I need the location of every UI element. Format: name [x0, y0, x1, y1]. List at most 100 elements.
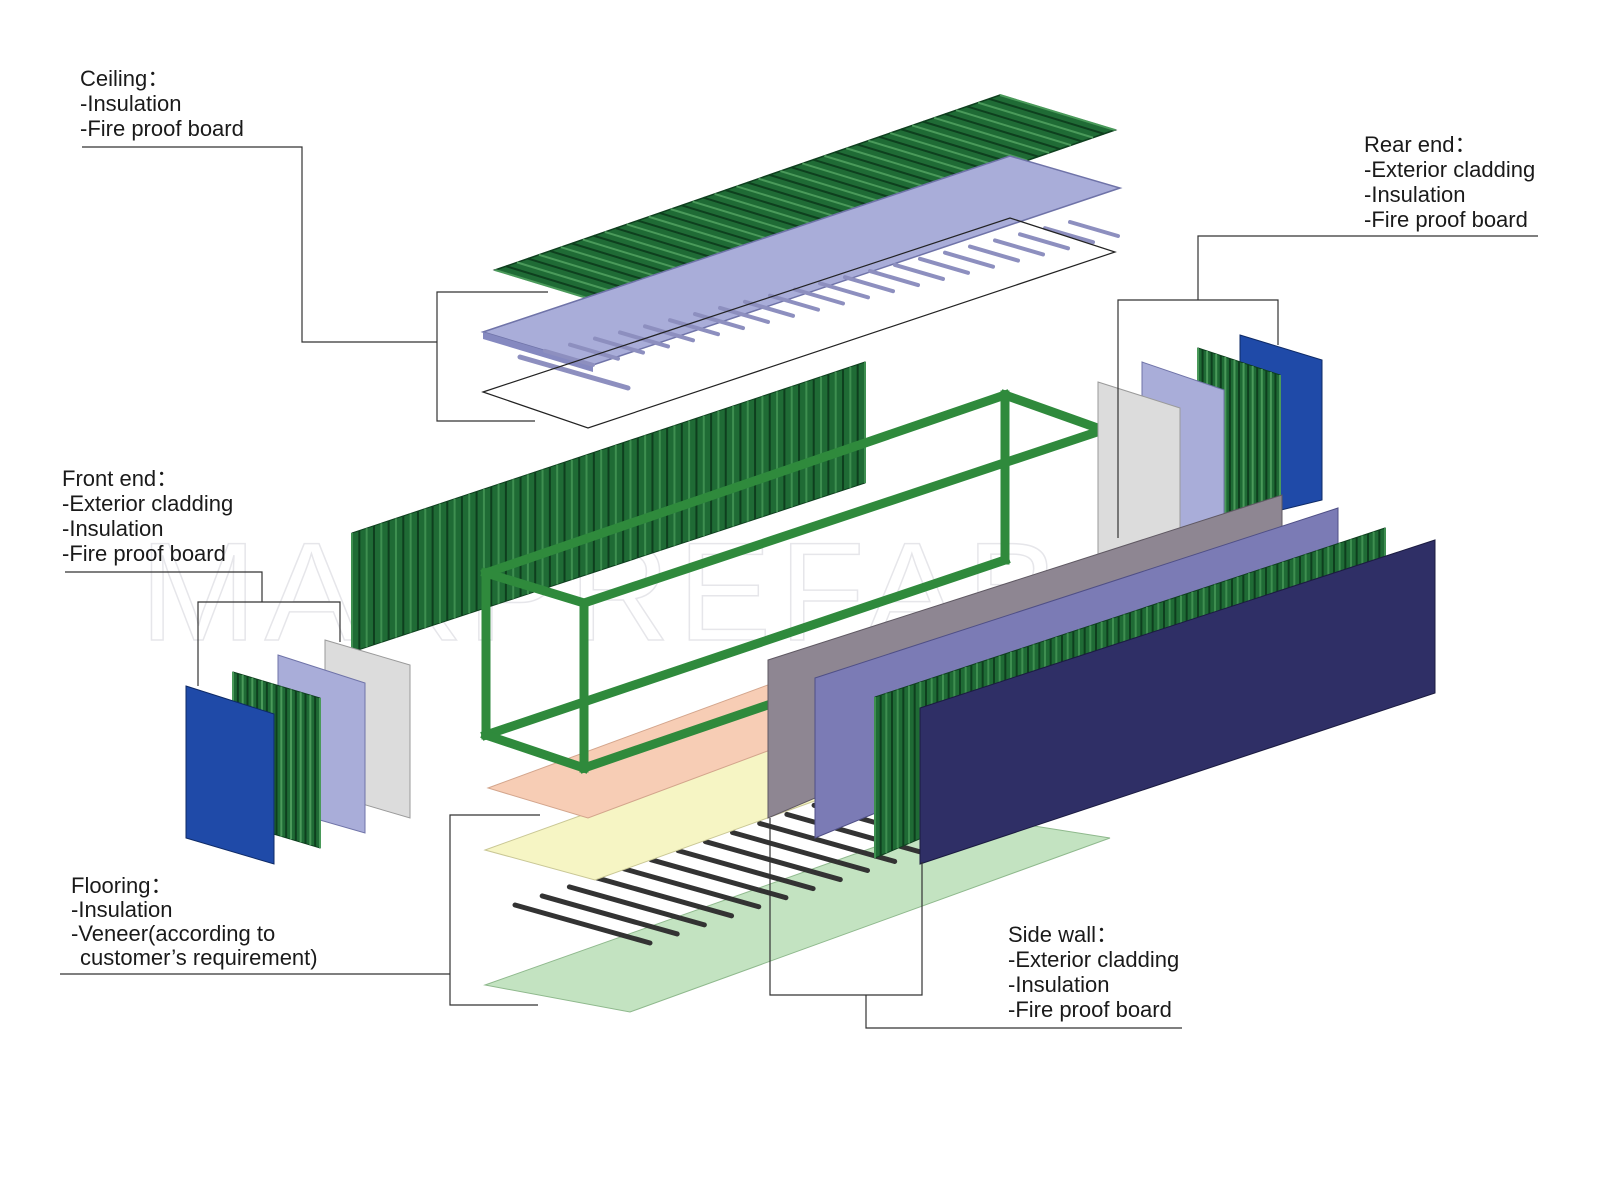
roof-rib: [900, 128, 1017, 166]
leader-lines: [60, 146, 1538, 1029]
ceiling-joist: [668, 318, 720, 337]
floor-joist: [675, 848, 816, 892]
frame-top-front-beam: [578, 424, 1109, 609]
frame-top-back-beam: [480, 389, 1011, 579]
ceiling-insulation-outline: [481, 217, 1117, 429]
floor-joist: [757, 820, 898, 864]
roof-rib: [835, 151, 951, 189]
floor-joist: [730, 830, 870, 873]
floor-joist: [648, 857, 789, 901]
roof-rib: [824, 154, 940, 192]
ceiling-joist: [768, 293, 820, 312]
roof-rib: [889, 132, 1006, 170]
rear-end-label-item-1: -Exterior cladding: [1364, 157, 1536, 182]
ceiling-joist: [693, 312, 745, 331]
roof-rib: [977, 101, 1094, 139]
ceiling-joist: [843, 275, 895, 294]
roof-rib: [867, 139, 984, 177]
flooring-label-item-1: -Insulation: [71, 897, 173, 922]
frame-bottom-left-beam: [480, 729, 590, 774]
rear-end-label-item-3: -Fire proof board: [1364, 207, 1528, 232]
ceiling-joist: [743, 299, 795, 318]
ceiling-assembly: [480, 94, 1123, 429]
side-wall-label: Side wall： -Exterior cladding -Insulatio…: [1008, 922, 1179, 1022]
roof-rib: [955, 109, 1072, 147]
front-end-label-item-2: -Insulation: [62, 516, 164, 541]
rear-end-assembly: [1097, 334, 1323, 559]
ceiling-board-edge: [483, 332, 593, 372]
roof-rib: [846, 147, 962, 185]
flooring-label-item-3: customer’s requirement): [80, 945, 318, 970]
ceiling-joist: [643, 324, 695, 343]
front-end-assembly: [185, 639, 411, 865]
side-wall-label-item-1: -Exterior cladding: [1008, 947, 1180, 972]
flooring-label-item-2: -Veneer(according to: [71, 921, 276, 946]
frame-top-left-beam: [480, 567, 590, 609]
side-wall-label-item-2: -Insulation: [1008, 972, 1110, 997]
front-end-bracket: [197, 601, 341, 686]
side-wall-exterior-navy: [919, 539, 1436, 865]
rear-end-label-title: Rear end：: [1364, 132, 1477, 157]
ceiling-label-item-2: -Fire proof board: [80, 116, 244, 141]
roof-rib: [911, 124, 1028, 162]
roof-rib: [944, 113, 1061, 150]
frame-bottom-back-beam: [480, 554, 1011, 741]
ceiling-joist: [543, 348, 595, 367]
ceiling-joist: [793, 287, 845, 306]
ceiling-joist: [1043, 226, 1095, 245]
frame-top-right-beam: [999, 389, 1109, 436]
rear-end-bracket: [1117, 299, 1279, 538]
ceiling-joist: [968, 244, 1020, 263]
ceiling-joist: [918, 256, 970, 275]
side-wall-assembly: [767, 494, 1436, 865]
ceiling-bracket: [436, 291, 548, 422]
side-wall-bracket: [769, 818, 923, 996]
side-wall-label-title: Side wall：: [1008, 922, 1119, 947]
roof-rib: [933, 116, 1050, 154]
ceiling-label: Ceiling： -Insulation -Fire proof board: [80, 66, 244, 141]
ceiling-joist: [1018, 232, 1070, 251]
ceiling-joist: [868, 269, 920, 288]
back-side-wall-ribs: [351, 362, 866, 652]
side-wall-leader: [865, 995, 1182, 1029]
ceiling-joist: [943, 250, 995, 269]
front-end-label-item-3: -Fire proof board: [62, 541, 226, 566]
roof-rib: [922, 120, 1039, 158]
front-end-label-item-1: -Exterior cladding: [62, 491, 234, 516]
roof-rib: [856, 143, 973, 181]
roof-rib: [988, 97, 1105, 135]
roof-rib: [966, 105, 1083, 143]
front-end-exterior-blue: [185, 685, 275, 865]
roof-rib: [878, 135, 995, 173]
ceiling-edge-joist: [517, 354, 631, 391]
ceiling-label-item-1: -Insulation: [80, 91, 182, 116]
flooring-label: Flooring： -Insulation -Veneer(according …: [71, 874, 318, 970]
ceiling-leader: [82, 146, 437, 343]
ceiling-label-title: Ceiling：: [80, 66, 170, 91]
floor-joist: [539, 893, 680, 937]
ceiling-joist: [1068, 220, 1120, 238]
ceiling-joist: [593, 336, 645, 355]
roof-rib: [813, 158, 929, 196]
ceiling-joist: [568, 342, 620, 361]
ceiling-joist: [893, 262, 945, 281]
front-end-label: Front end： -Exterior cladding -Insulatio…: [62, 466, 233, 566]
ceiling-joist: [718, 305, 770, 324]
back-side-wall: [351, 361, 866, 653]
floor-joist: [594, 875, 735, 919]
floor-joist: [566, 884, 707, 928]
floor-joist: [702, 839, 843, 883]
rear-end-leader: [1197, 235, 1538, 300]
rear-end-label-item-2: -Insulation: [1364, 182, 1466, 207]
side-wall-label-item-3: -Fire proof board: [1008, 997, 1172, 1022]
roof-rib: [999, 94, 1116, 131]
flooring-bracket: [449, 814, 540, 1006]
floor-joist: [512, 902, 653, 946]
floor-joist: [621, 866, 762, 910]
flooring-label-title: Flooring：: [71, 873, 173, 898]
front-end-leader: [65, 571, 263, 602]
ceiling-joist: [818, 281, 870, 300]
front-end-label-title: Front end：: [62, 466, 179, 491]
ceiling-joist: [993, 238, 1045, 257]
